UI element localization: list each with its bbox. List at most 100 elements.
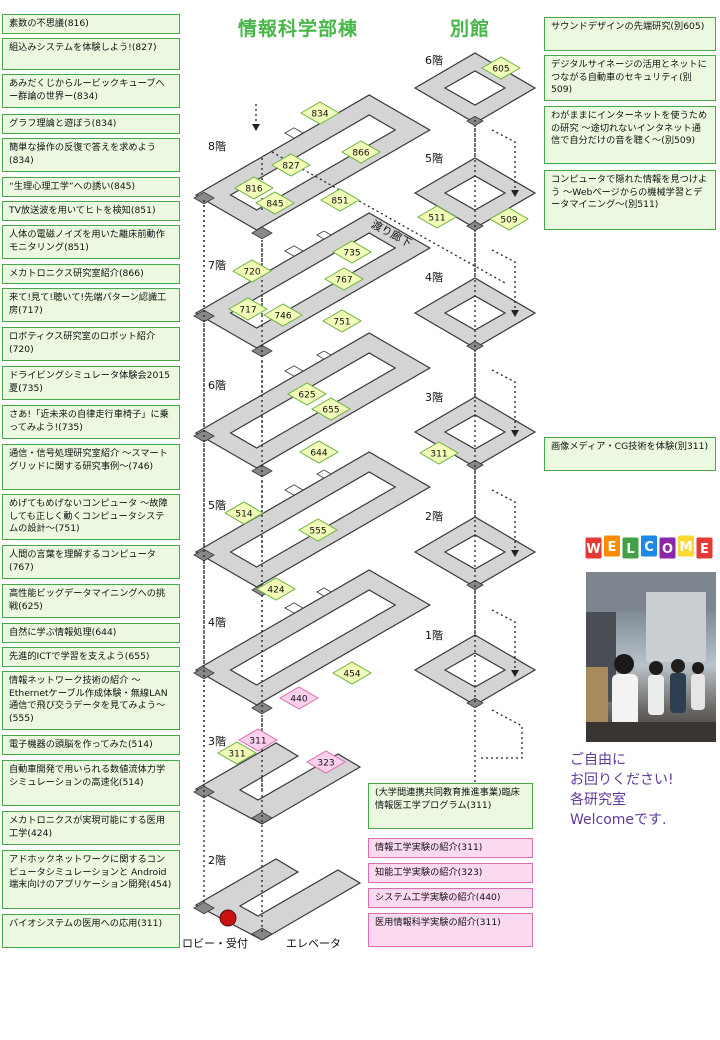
list-item[interactable]: 自動車開発で用いられる数値流体力学シミュレーションの高速化(514) [2, 760, 180, 806]
room-box [316, 230, 332, 240]
annex-courtyard [443, 295, 507, 331]
stair-block [193, 666, 215, 680]
list-item[interactable]: 人体の電磁ノイズを用いた離床前動作モニタリング(851) [2, 225, 180, 259]
room-tag [256, 577, 296, 601]
annex-floor-label-1: 1階 [425, 629, 443, 642]
list-item[interactable]: 情報ネットワーク技術の紹介 ～Ethernetケーブル作成体験・無線LAN通信で… [2, 671, 180, 730]
list-item[interactable]: (大学間連携共同教育推進事業)臨床情報医工学プログラム(311) [368, 783, 533, 829]
room-tag [287, 382, 327, 406]
list-item[interactable]: ドライビングシミュレータ体験会2015夏(735) [2, 366, 180, 400]
welcome-line: ご自由に [570, 752, 626, 768]
annex-loop-line [480, 709, 523, 759]
welcome-line: 各研究室 [570, 792, 626, 808]
list-item[interactable]: “生理心理工学”への誘い(845) [2, 177, 180, 197]
stair-block [466, 697, 484, 709]
room-box [284, 365, 304, 377]
main-floor-label-5: 5階 [208, 499, 226, 512]
annex-loop-line [491, 369, 516, 432]
list-item[interactable]: メカトロニクス研究室紹介(866) [2, 264, 180, 284]
list-item[interactable]: バイオシステムの医用への応用(311) [2, 914, 180, 948]
list-item[interactable]: TV放送波を用いてヒトを検知(851) [2, 201, 180, 221]
room-box [316, 350, 332, 360]
logo-letter: E [700, 542, 709, 557]
list-item[interactable]: 簡単な操作の反復で答えを求めよう(834) [2, 138, 180, 172]
list-item[interactable]: 人間の言葉を理解するコンピュータ(767) [2, 545, 180, 579]
room-tag [419, 441, 459, 465]
room-tag [481, 56, 521, 80]
list-item[interactable]: コンピュータで隠れた情報を見つけよう ～Webページからの機械学習とデータマイニ… [544, 170, 716, 230]
main-floor-shape [194, 858, 362, 941]
logo-cube [603, 534, 621, 558]
room-tag-label: 311 [228, 750, 245, 760]
annex-floor-label-2: 2階 [425, 510, 443, 523]
stair-block [251, 226, 273, 240]
annex-loop-line [491, 489, 516, 552]
room-tag [255, 191, 295, 215]
room-tag-label: 644 [310, 449, 327, 459]
logo-letter: C [644, 540, 654, 555]
logo-cube [621, 536, 640, 560]
room-tag [234, 176, 274, 200]
list-item[interactable]: 自然に学ぶ情報処理(644) [2, 623, 180, 643]
list-item[interactable]: メカトロニクスが実現可能にする医用工学(424) [2, 811, 180, 845]
list-item[interactable]: 素数の不思議(816) [2, 14, 180, 34]
list-item[interactable]: あみだくじからルービックキューブへ ー群論の世界ー(834) [2, 74, 180, 108]
main-floor-shape [194, 742, 362, 825]
room-box [284, 602, 304, 614]
room-tag-label: 655 [322, 406, 339, 416]
list-item[interactable]: 電子機器の頭脳を作ってみた(514) [2, 735, 180, 755]
list-item[interactable]: 組込みシステムを体験しよう!(827) [2, 38, 180, 70]
room-tag [263, 303, 303, 327]
list-item[interactable]: 高性能ビッグデータマイニングへの挑戦(625) [2, 584, 180, 618]
list-item[interactable]: 来て!見て!聴いて!先端パターン認識工房(717) [2, 288, 180, 322]
main-floor-label-6: 6階 [208, 379, 226, 392]
list-item[interactable]: 画像メディア・CG技術を体験(別311) [544, 437, 716, 471]
room-tag-label: 454 [343, 670, 360, 680]
annex-title: 別館 [450, 18, 491, 40]
annex-loop-arrow [511, 670, 519, 677]
list-item[interactable]: サウンドデザインの先端研究(別605) [544, 17, 716, 51]
list-item[interactable]: グラフ理論と遊ぼう(834) [2, 114, 180, 134]
room-tag [320, 188, 360, 212]
list-item[interactable]: アドホックネットワークに関するコンピュータシミュレーションと Android 端… [2, 850, 180, 909]
list-item[interactable]: デジタルサイネージの活用とネットにつながる自動車のセキュリティ(別509) [544, 55, 716, 101]
list-item[interactable]: さあ!「近未来の自律走行車椅子」に乗ってみよう!(735) [2, 405, 180, 439]
room-tag-label: 834 [311, 110, 328, 120]
welcome-line: Welcomeです. [570, 812, 667, 828]
room-tag [238, 728, 278, 752]
logo-cube [658, 536, 677, 560]
list-item[interactable]: 先進的ICTで学習を支えよう(655) [2, 647, 180, 667]
list-item[interactable]: わがままにインターネットを使うための研究 ～途切れないインタネット通信で自分だけ… [544, 106, 716, 164]
room-tag-label: 845 [266, 200, 283, 210]
list-item[interactable]: システム工学実験の紹介(440) [368, 888, 533, 908]
room-tag [298, 518, 338, 542]
logo-letter: W [586, 542, 600, 557]
room-tag-label: 555 [309, 527, 326, 537]
main-loop-arrow [252, 124, 260, 131]
annex-floor-label-4: 4階 [425, 271, 443, 284]
room-tag [224, 501, 264, 525]
list-item[interactable]: 医用情報科学実験の紹介(311) [368, 913, 533, 947]
annex-loop-arrow [511, 190, 519, 197]
list-item[interactable]: ロボティクス研究室のロボット紹介(720) [2, 327, 180, 361]
list-item[interactable]: 情報工学実験の紹介(311) [368, 838, 533, 858]
stair-block [251, 927, 273, 941]
list-item[interactable]: 知能工学実験の紹介(323) [368, 863, 533, 883]
logo-letter: E [608, 540, 617, 555]
logo-letter: L [626, 542, 634, 557]
annex-floor-label-5: 5階 [425, 152, 443, 165]
annex-courtyard [443, 175, 507, 211]
main-floor-label-7: 7階 [208, 259, 226, 272]
list-item[interactable]: めげてもめげないコンピュータ ～故障しても正しく動くコンピュータシステムの設計～… [2, 494, 180, 540]
main-building-title: 情報科学部棟 [238, 18, 359, 40]
room-tag [306, 750, 346, 774]
stair-block [251, 701, 273, 715]
room-box [284, 127, 304, 139]
list-item[interactable]: 通信・信号処理研究室紹介 ～スマートグリッドに関する研究事例～(746) [2, 444, 180, 490]
room-tag [228, 297, 268, 321]
logo-letter: O [662, 542, 673, 557]
annex-loop-arrow [511, 310, 519, 317]
room-tag-label: 816 [245, 185, 262, 195]
